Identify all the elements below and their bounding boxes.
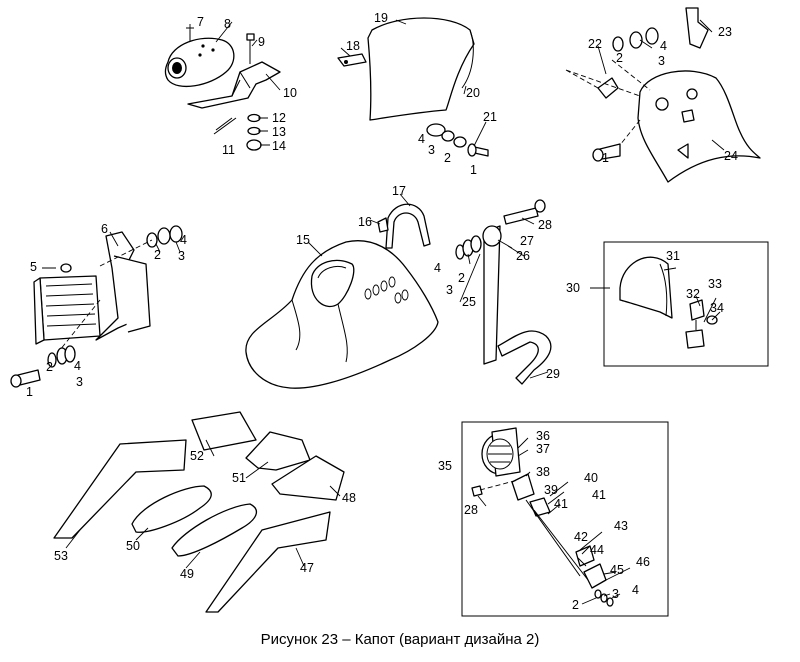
part-labels: 7 8 9 10 11 12 13 14 19 18 20 21 4 3 2 1…	[26, 11, 738, 648]
label-25: 25	[462, 295, 476, 309]
label-53: 53	[54, 549, 68, 563]
label-3d: 3	[178, 249, 185, 263]
label-4c: 4	[660, 39, 667, 53]
label-9: 9	[258, 35, 265, 49]
panel-set	[53, 411, 345, 613]
label-2c: 2	[616, 51, 623, 65]
label-20: 20	[466, 86, 480, 100]
label-48: 48	[342, 491, 356, 505]
label-32: 32	[686, 287, 700, 301]
label-10: 10	[283, 86, 297, 100]
label-35: 35	[438, 459, 452, 473]
label-2e: 2	[46, 360, 53, 374]
lock-detail-frame	[603, 241, 769, 367]
panel-47	[205, 511, 331, 613]
label-2d: 2	[154, 248, 161, 262]
label-16: 16	[358, 215, 372, 229]
panel-53	[53, 439, 187, 539]
label-13: 13	[272, 125, 286, 139]
label-31: 31	[666, 249, 680, 263]
panel-50	[131, 485, 212, 533]
label-19: 19	[374, 11, 388, 25]
label-24: 24	[724, 149, 738, 163]
label-46: 46	[636, 555, 650, 569]
panel-48	[271, 455, 345, 501]
label-18: 18	[346, 39, 360, 53]
label-33: 33	[708, 277, 722, 291]
label-3b: 3	[428, 143, 435, 157]
panel-49	[171, 503, 258, 557]
panel-52	[191, 411, 257, 451]
label-50: 50	[126, 539, 140, 553]
label-22: 22	[588, 37, 602, 51]
label-4b: 4	[418, 132, 425, 146]
label-7: 7	[197, 15, 204, 29]
label-51: 51	[232, 471, 246, 485]
headlamp-assembly	[10, 225, 183, 388]
label-4g: 4	[632, 583, 639, 597]
label-28b: 28	[464, 503, 478, 517]
label-1e: 1	[26, 385, 33, 399]
label-26: 26	[516, 249, 530, 263]
label-38: 38	[536, 465, 550, 479]
label-42: 42	[574, 530, 588, 544]
label-41b: 41	[554, 497, 568, 511]
label-23: 23	[718, 25, 732, 39]
label-43: 43	[614, 519, 628, 533]
label-4e: 4	[74, 359, 81, 373]
label-6: 6	[101, 222, 108, 236]
label-3f: 3	[446, 283, 453, 297]
label-37: 37	[536, 442, 550, 456]
label-4f: 4	[434, 261, 441, 275]
label-5: 5	[30, 260, 37, 274]
rear-lamp-detail-frame	[461, 421, 669, 617]
label-17: 17	[392, 184, 406, 198]
lock-assembly	[603, 241, 769, 367]
instrument-panel-assembly	[565, 7, 761, 183]
label-52: 52	[190, 449, 204, 463]
label-12: 12	[272, 111, 286, 125]
label-3c: 3	[658, 54, 665, 68]
label-2g: 2	[572, 598, 579, 612]
label-3g: 3	[612, 587, 619, 601]
label-29: 29	[546, 367, 560, 381]
leader-lines	[42, 19, 725, 605]
label-49: 49	[180, 567, 194, 581]
rear-lamp-assembly	[461, 421, 669, 617]
hood-assembly	[245, 203, 439, 389]
label-21: 21	[483, 110, 497, 124]
label-2f: 2	[458, 271, 465, 285]
lamp-bracket-assembly	[164, 27, 281, 151]
label-39: 39	[544, 483, 558, 497]
label-36: 36	[536, 429, 550, 443]
label-3e: 3	[76, 375, 83, 389]
label-28a: 28	[538, 218, 552, 232]
label-1c: 1	[602, 151, 609, 165]
label-41a: 41	[592, 488, 606, 502]
label-1b: 1	[470, 163, 477, 177]
label-30: 30	[566, 281, 580, 295]
label-45: 45	[610, 563, 624, 577]
label-27: 27	[520, 234, 534, 248]
label-15: 15	[296, 233, 310, 247]
label-34: 34	[710, 301, 724, 315]
label-4d: 4	[180, 233, 187, 247]
label-14: 14	[272, 139, 286, 153]
mirror-stalk-assembly	[455, 199, 552, 385]
label-47: 47	[300, 561, 314, 575]
label-44: 44	[590, 543, 604, 557]
label-2b: 2	[444, 151, 451, 165]
label-11: 11	[222, 143, 235, 157]
figure-caption: Рисунок 23 – Капот (вариант дизайна 2)	[261, 631, 540, 648]
label-8: 8	[224, 17, 231, 31]
label-40: 40	[584, 471, 598, 485]
panel-51	[245, 431, 311, 471]
windscreen-assembly	[337, 17, 489, 157]
